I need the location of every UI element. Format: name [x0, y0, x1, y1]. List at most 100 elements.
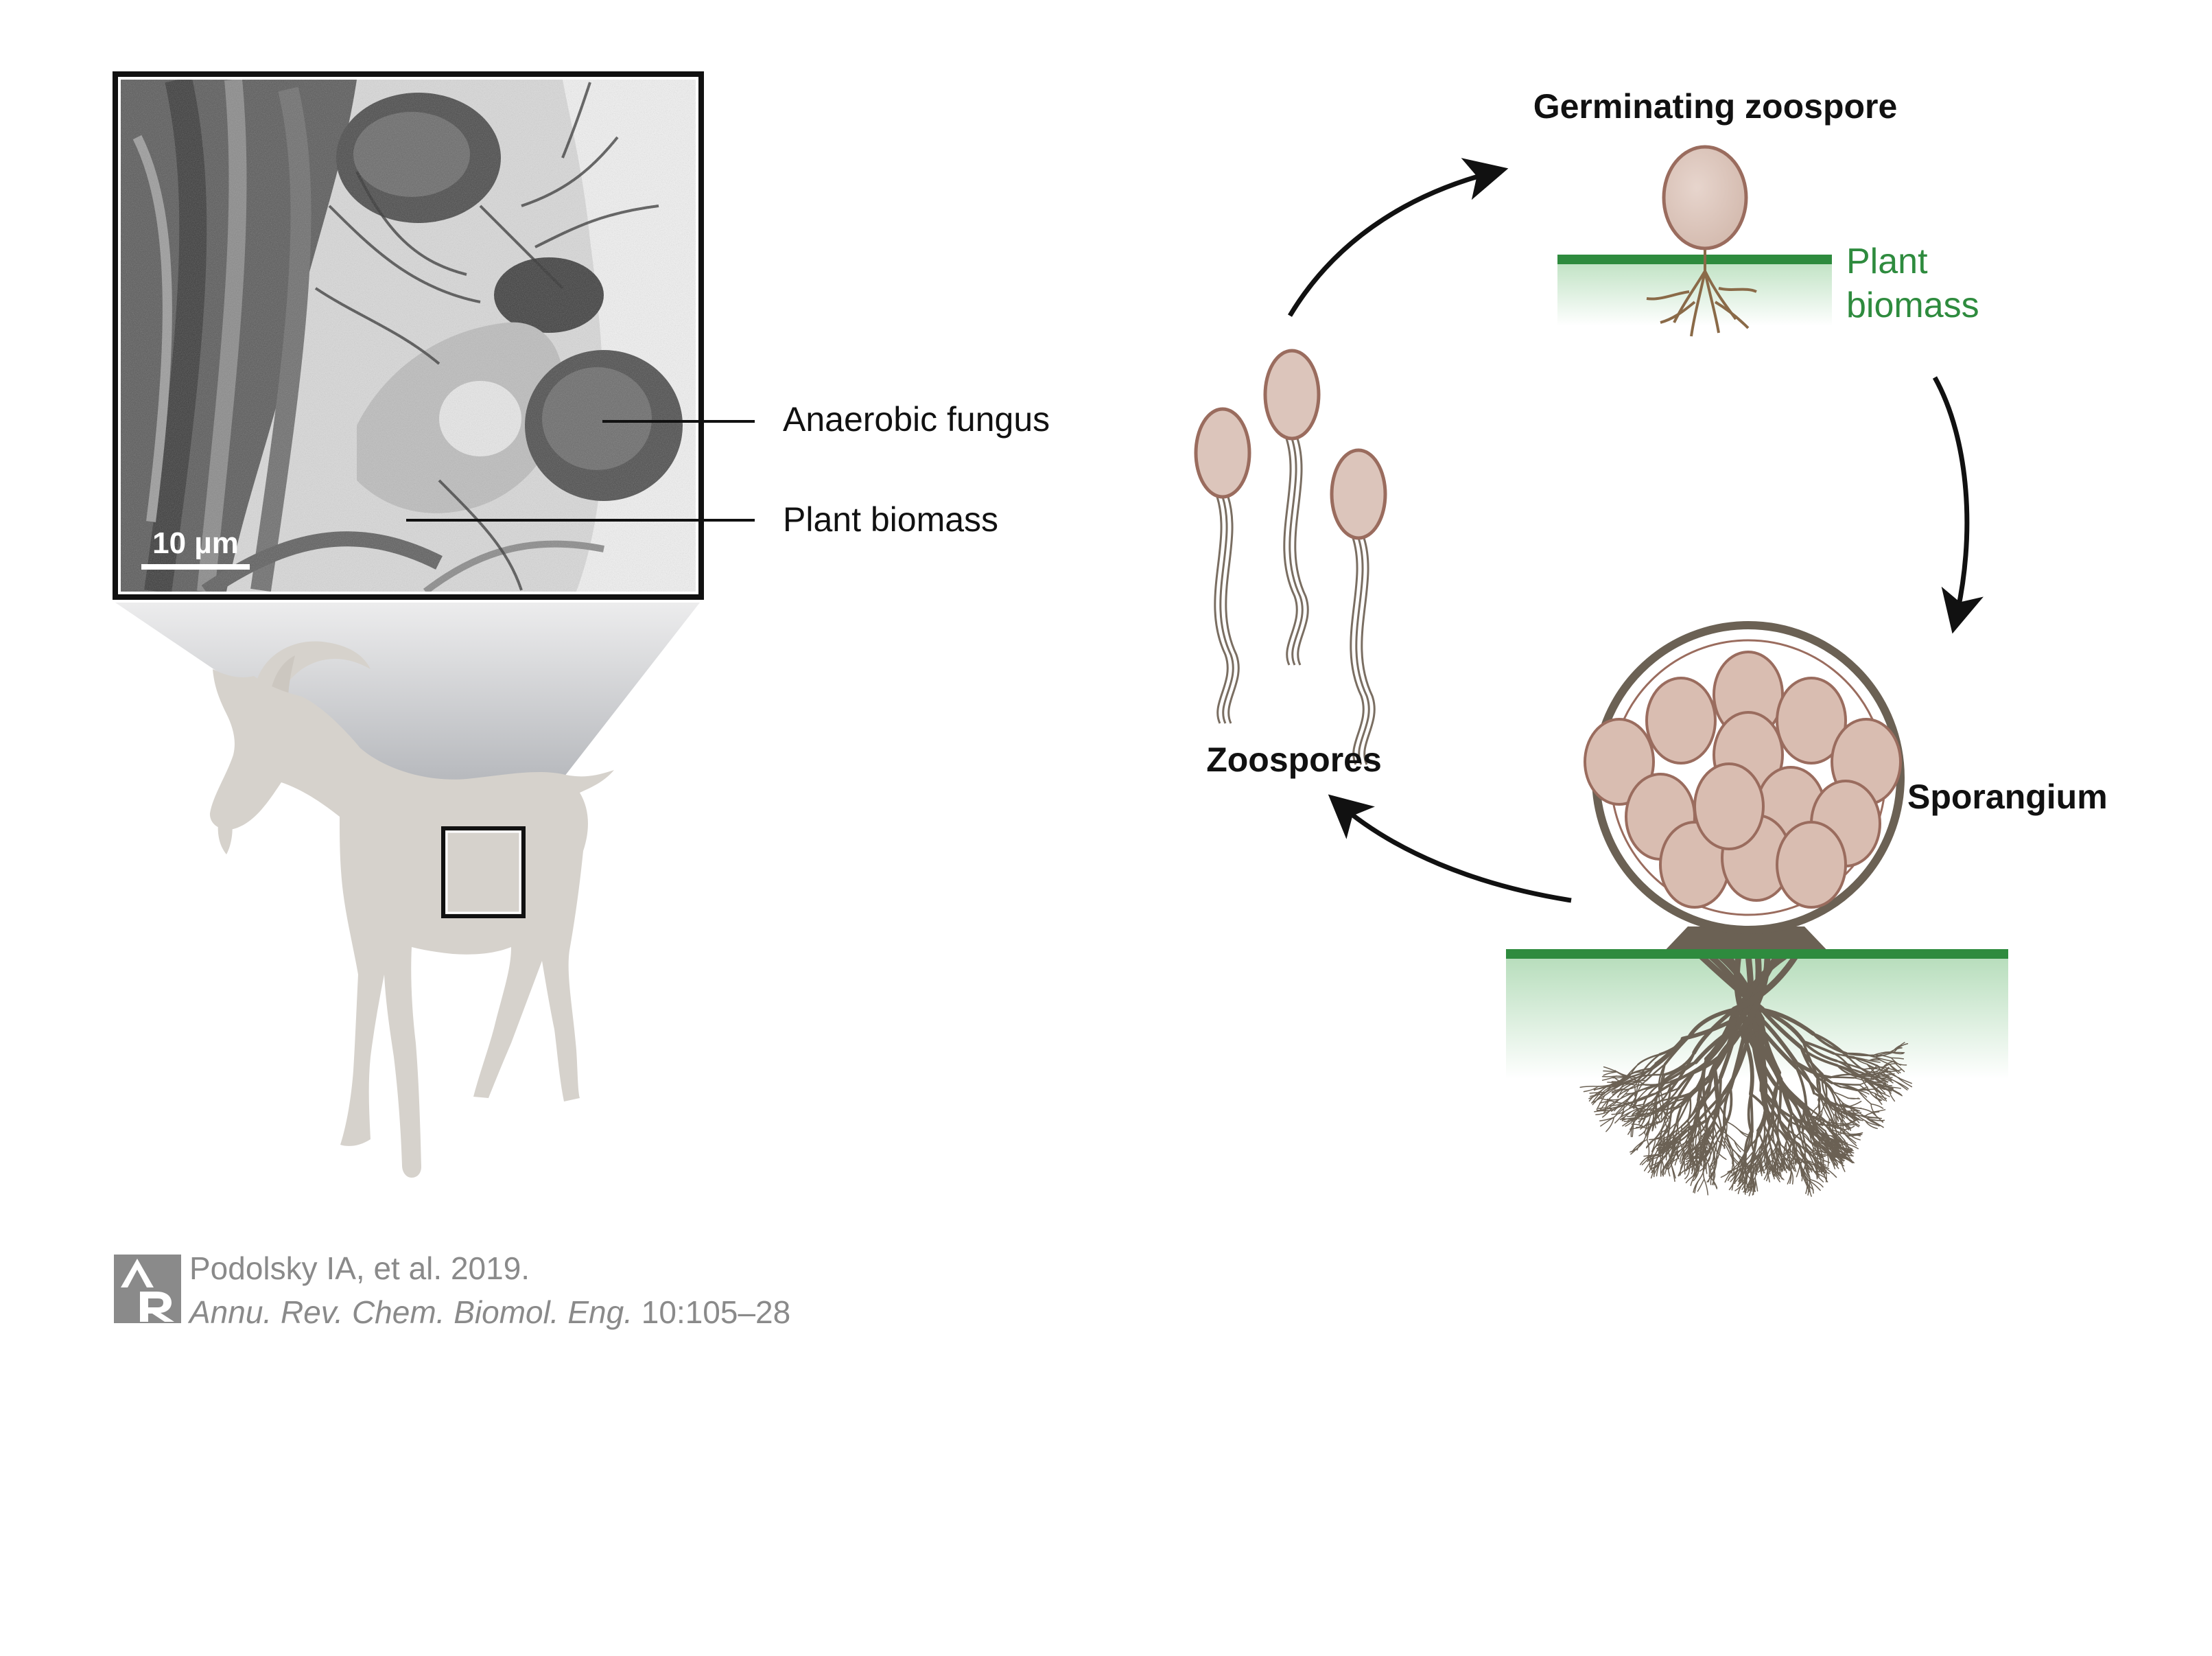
rhizoid — [1610, 1100, 1630, 1104]
zoospore-cell — [1263, 349, 1321, 441]
rhizoid — [1764, 1154, 1769, 1171]
rhizoid — [1672, 1105, 1683, 1132]
flagellum — [1225, 496, 1240, 724]
rhizoid — [1606, 1099, 1620, 1108]
rhizoid — [1848, 1101, 1862, 1107]
rhizoid — [1816, 1076, 1824, 1103]
rhizoid — [1870, 1103, 1884, 1109]
rhizoid — [1632, 1107, 1643, 1115]
rhizoid — [1787, 1119, 1796, 1143]
rhizoid — [1734, 1140, 1741, 1152]
rhizoid — [1670, 1096, 1691, 1115]
rhizoid — [1875, 1071, 1891, 1074]
rhizoid — [1736, 1167, 1741, 1178]
rhizoid — [1723, 1086, 1733, 1128]
rhizoid — [1801, 1167, 1805, 1182]
rhizoid — [1760, 1007, 1806, 1044]
rhizoid — [1655, 1140, 1668, 1163]
rhizoid — [1888, 1087, 1896, 1102]
rhizoid — [1787, 1169, 1792, 1185]
rhizoid — [1713, 1125, 1718, 1141]
rhizoid — [1848, 1132, 1863, 1135]
rhizoid — [1738, 1129, 1750, 1136]
rhizoid — [1823, 1167, 1827, 1182]
rhizoid — [1623, 1085, 1636, 1093]
rhizoid — [1676, 1126, 1682, 1147]
zoospores — [1194, 349, 1387, 765]
rhizoid — [1638, 1115, 1649, 1123]
rhizoid — [1802, 1145, 1815, 1165]
citation-journal: Annu. Rev. Chem. Biomol. Eng. — [189, 1294, 633, 1330]
rhizoid — [1715, 1149, 1727, 1161]
rhizoid — [1655, 1104, 1659, 1118]
rhizoid — [1658, 1063, 1667, 1093]
rhizoid — [1593, 1086, 1608, 1091]
rhizoid — [1702, 1058, 1708, 1104]
rhizoid — [1793, 1141, 1804, 1156]
rhizoid — [1795, 1066, 1824, 1099]
rhizoid — [1774, 1163, 1780, 1175]
anaerobic-fungus-label: Anaerobic fungus — [783, 400, 1050, 439]
rhizoid — [1874, 1093, 1887, 1099]
rhizoid — [1692, 1031, 1742, 1074]
rhizoid — [1633, 1093, 1638, 1107]
rhizoid — [1634, 1085, 1636, 1097]
rhizoid — [1775, 1126, 1792, 1152]
rhizoid — [1866, 1117, 1880, 1127]
rhizoid — [1809, 1106, 1820, 1123]
rhizoid — [1628, 1064, 1639, 1080]
rhizoid — [1719, 1128, 1735, 1142]
rhizoid — [1818, 1139, 1824, 1160]
plant-biomass-green-label-2: biomass — [1846, 285, 1979, 325]
rhizoid — [1695, 1154, 1699, 1171]
rhizoid — [1737, 1179, 1746, 1195]
rhizoid — [1751, 1158, 1758, 1178]
zoospores-label: Zoospores — [1206, 740, 1382, 779]
rhizoid — [1847, 1097, 1861, 1099]
rhizoid — [1743, 1130, 1752, 1156]
rhizoid — [1833, 1114, 1844, 1124]
rhizoid — [1730, 1171, 1738, 1182]
rhizoid — [1747, 1093, 1753, 1132]
rhizoid — [1832, 1125, 1850, 1135]
rhizoid — [1636, 1108, 1657, 1112]
rhizoid — [1653, 1161, 1657, 1178]
rhizoid — [1848, 1115, 1861, 1121]
goat-beard — [217, 813, 233, 854]
spore-cell — [1693, 762, 1765, 850]
rhizoid — [1816, 1076, 1835, 1093]
rhizoid — [1717, 1139, 1726, 1149]
rhizoid — [1717, 1139, 1723, 1158]
rhizoid — [1832, 1104, 1849, 1112]
rhizoid — [1719, 1128, 1731, 1150]
flagellum — [1214, 496, 1229, 724]
rhizoid — [1775, 1145, 1785, 1159]
rhizoid — [1759, 1017, 1798, 1064]
rhizoid — [1778, 1080, 1809, 1109]
rhizoid — [1726, 1121, 1740, 1131]
rhizoid — [1767, 1169, 1770, 1182]
rhizoid — [1695, 1150, 1703, 1165]
rhizoid — [1685, 1154, 1697, 1165]
rhizoid — [1812, 1130, 1824, 1143]
rhizoid — [1617, 1075, 1627, 1084]
cycle-arrow-to-zoospores — [1328, 794, 1572, 903]
rhizoid — [1609, 1103, 1630, 1112]
rhizoid — [1704, 1101, 1707, 1136]
rhizoid — [1710, 1163, 1716, 1178]
rhizoid — [1890, 1047, 1903, 1053]
rhizoid — [1829, 1129, 1846, 1145]
rhizoid — [1648, 1104, 1656, 1116]
rhizoid — [1695, 1129, 1700, 1152]
rhizoid — [1641, 1053, 1661, 1073]
spore-cell — [1584, 718, 1655, 806]
rhizoid — [1823, 1167, 1837, 1178]
rhizoid — [1870, 1103, 1876, 1117]
rhizoid — [1849, 1106, 1872, 1113]
rhizoid — [1638, 1112, 1644, 1125]
rumen-box — [441, 826, 526, 918]
flagellum — [1289, 438, 1304, 666]
rhizoid — [1626, 1071, 1643, 1077]
rhizoid — [1670, 1145, 1678, 1160]
